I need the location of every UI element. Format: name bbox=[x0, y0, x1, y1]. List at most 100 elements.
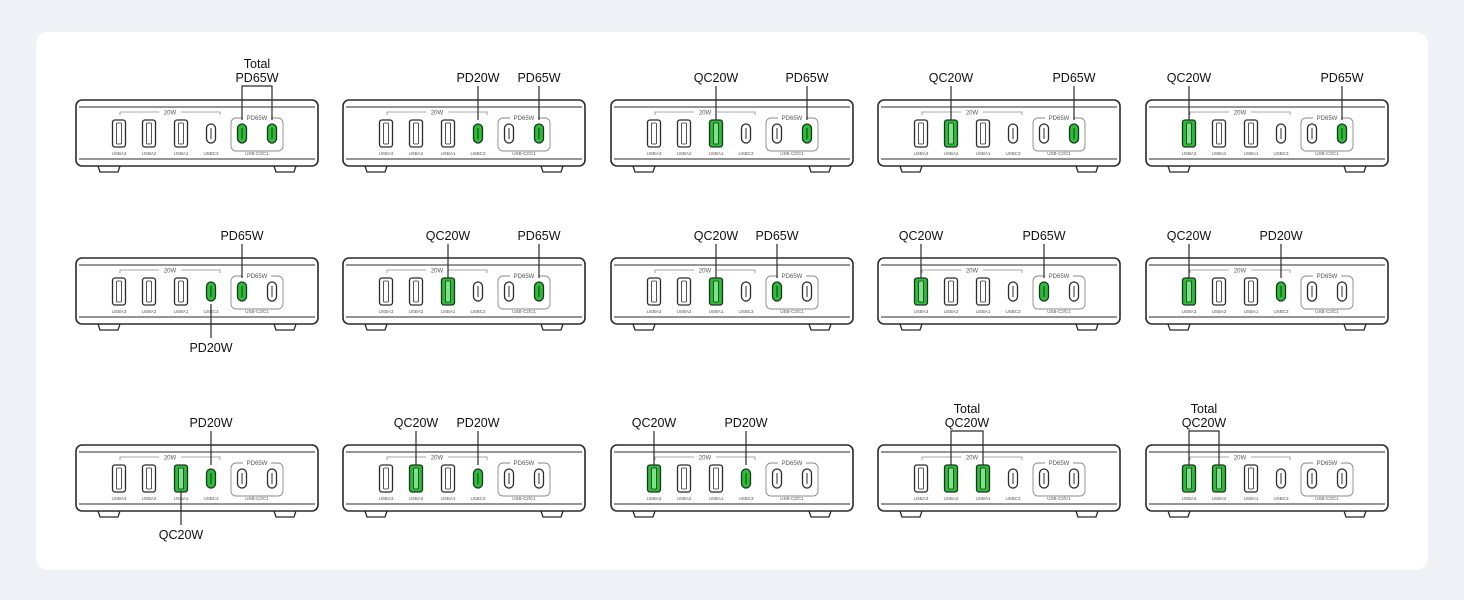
port-label: USB-C2/C1 bbox=[245, 151, 269, 156]
usb-a-tongue bbox=[146, 122, 152, 145]
port-label: USBC3 bbox=[738, 496, 754, 501]
group-label-pd65w: PD65W bbox=[514, 461, 535, 467]
usb-a-tongue bbox=[713, 280, 719, 303]
callout-label: PD20W bbox=[456, 71, 499, 85]
charger-foot bbox=[899, 323, 923, 331]
port-label: USBA1 bbox=[709, 309, 724, 314]
charger-foot bbox=[808, 165, 832, 173]
port-label: USBA2 bbox=[677, 496, 692, 501]
port-label: USBA2 bbox=[944, 496, 959, 501]
port-label: USB-C2/C1 bbox=[780, 309, 804, 314]
port-label: USB-C2/C1 bbox=[780, 496, 804, 501]
charger-foot bbox=[632, 165, 656, 173]
port-label: USBA2 bbox=[677, 309, 692, 314]
port-label: USBA2 bbox=[1212, 309, 1227, 314]
port-label: USBA1 bbox=[1244, 309, 1259, 314]
callout-label: PD65W bbox=[517, 229, 560, 243]
port-label: USBA1 bbox=[441, 151, 456, 156]
usb-a-tongue bbox=[383, 280, 389, 303]
callout-label: QC20W bbox=[159, 528, 204, 542]
port-label: USB-C2/C1 bbox=[780, 151, 804, 156]
group-label-pd65w: PD65W bbox=[1317, 274, 1338, 280]
charger-unit: 20WPD65WUSBA3USBA2USBA1USBC3USB-C2/C1PD6… bbox=[75, 229, 319, 355]
usb-a-tongue bbox=[116, 122, 122, 145]
usb-a-tongue bbox=[713, 467, 719, 490]
charger-foot bbox=[364, 323, 388, 331]
port-label: USBC3 bbox=[738, 309, 754, 314]
charger-foot bbox=[97, 165, 121, 173]
callout-label: QC20W bbox=[1182, 416, 1227, 430]
group-label-20w: 20W bbox=[699, 111, 712, 117]
port-label: USBA3 bbox=[1182, 496, 1197, 501]
usb-a-tongue bbox=[1186, 122, 1192, 145]
charger-foot bbox=[1075, 165, 1099, 173]
callout-label: QC20W bbox=[694, 229, 739, 243]
group-label-pd65w: PD65W bbox=[1049, 461, 1070, 467]
usb-a-tongue bbox=[918, 467, 924, 490]
port-label: USBA3 bbox=[112, 151, 127, 156]
usb-a-tongue bbox=[1186, 280, 1192, 303]
charger-foot bbox=[273, 165, 297, 173]
charger-foot bbox=[364, 165, 388, 173]
group-label-pd65w: PD65W bbox=[782, 461, 803, 467]
usb-a-tongue bbox=[681, 467, 687, 490]
port-label: USB-C2/C1 bbox=[1047, 151, 1071, 156]
port-label: USBA1 bbox=[976, 496, 991, 501]
group-label-pd65w: PD65W bbox=[782, 116, 803, 122]
callout-label: QC20W bbox=[1167, 71, 1212, 85]
charger-unit: 20WPD65WUSBA3USBA2USBA1USBC3USB-C2/C1PD2… bbox=[75, 416, 319, 542]
usb-a-tongue bbox=[445, 122, 451, 145]
group-label-20w: 20W bbox=[699, 456, 712, 462]
usb-a-tongue bbox=[918, 280, 924, 303]
callout-label: Total bbox=[954, 402, 980, 416]
charger-foot bbox=[1075, 323, 1099, 331]
callout-label: PD20W bbox=[1259, 229, 1302, 243]
port-label: USBA1 bbox=[976, 151, 991, 156]
port-label: USBA1 bbox=[1244, 151, 1259, 156]
group-label-20w: 20W bbox=[966, 111, 979, 117]
port-label: USBC3 bbox=[1005, 309, 1021, 314]
group-label-20w: 20W bbox=[1234, 269, 1247, 275]
port-label: USBA2 bbox=[409, 309, 424, 314]
port-label: USBC3 bbox=[203, 151, 219, 156]
group-label-20w: 20W bbox=[699, 269, 712, 275]
callout-label: PD65W bbox=[235, 71, 278, 85]
port-label: USBC3 bbox=[1273, 309, 1289, 314]
port-label: USBC3 bbox=[1273, 496, 1289, 501]
usb-a-tongue bbox=[980, 280, 986, 303]
port-label: USB-C2/C1 bbox=[245, 496, 269, 501]
callout-label: PD20W bbox=[724, 416, 767, 430]
group-label-pd65w: PD65W bbox=[1049, 116, 1070, 122]
group-label-20w: 20W bbox=[966, 269, 979, 275]
charger-foot bbox=[899, 165, 923, 173]
usb-a-tongue bbox=[1186, 467, 1192, 490]
port-label: USBA1 bbox=[441, 496, 456, 501]
charger-foot bbox=[808, 323, 832, 331]
port-label: USBA3 bbox=[379, 151, 394, 156]
callout-label: QC20W bbox=[426, 229, 471, 243]
port-label: USBA3 bbox=[914, 309, 929, 314]
port-label: USB-C2/C1 bbox=[512, 309, 536, 314]
callout-label: PD65W bbox=[517, 71, 560, 85]
group-label-pd65w: PD65W bbox=[1049, 274, 1070, 280]
usb-a-tongue bbox=[651, 280, 657, 303]
port-label: USBA2 bbox=[1212, 496, 1227, 501]
port-label: USB-C2/C1 bbox=[512, 151, 536, 156]
port-label: USBC3 bbox=[470, 496, 486, 501]
charger-foot bbox=[273, 510, 297, 518]
usb-a-tongue bbox=[383, 122, 389, 145]
callout-label: PD65W bbox=[755, 229, 798, 243]
group-label-20w: 20W bbox=[966, 456, 979, 462]
callout-label: Total bbox=[244, 57, 270, 71]
callout-label: PD65W bbox=[1052, 71, 1095, 85]
group-label-pd65w: PD65W bbox=[1317, 116, 1338, 122]
group-label-20w: 20W bbox=[1234, 456, 1247, 462]
